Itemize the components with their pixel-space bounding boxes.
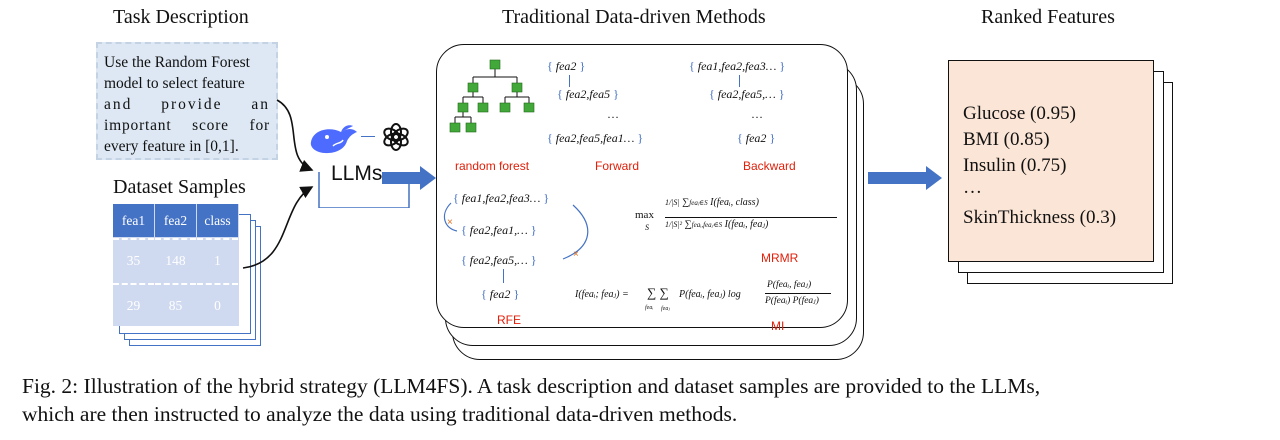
rfe-label: RFE [497, 313, 521, 327]
random-forest-tree-icon [449, 59, 535, 133]
table-cell: 29 [113, 283, 154, 326]
mrmr-max-sub: S [645, 223, 649, 232]
rfe-step: { fea2,fea5,… } [461, 253, 537, 267]
svg-text:×: × [573, 249, 579, 260]
forward-step: { fea2 } [547, 59, 586, 73]
backward-step: { fea2,fea5,… } [709, 87, 785, 101]
llm-to-methods-arrow [382, 166, 436, 190]
task-line: every feature in [0,1]. [104, 138, 239, 155]
methods-to-ranked-arrow [868, 166, 942, 190]
down-arrow-icon [739, 75, 740, 87]
backward-label: Backward [743, 159, 796, 173]
forward-step: { fea2,fea5,fea1… } [547, 131, 644, 145]
mi-mid: P(feaᵢ, feaⱼ) log [679, 289, 741, 300]
llm-icon-divider [361, 136, 375, 137]
ranked-features-header: Ranked Features [981, 6, 1115, 28]
mrmr-formula: max S 1/|S| ∑feaᵢ∈S I(feaᵢ, class) 1/|S|… [635, 197, 845, 277]
forward-step: … [607, 107, 619, 121]
figure-caption-line: Fig. 2: Illustration of the hybrid strat… [22, 374, 1041, 398]
down-arrow-icon [503, 269, 504, 283]
llms-frame [318, 172, 410, 208]
mi-denominator: P(feaᵢ) P(feaⱼ) [765, 296, 819, 306]
table-header-cell: fea2 [155, 204, 196, 237]
methods-panel: random forest { fea2 } { fea2,fea5 } … {… [436, 44, 848, 333]
table-cell: 35 [113, 238, 154, 282]
forward-label: Forward [595, 159, 640, 173]
llms-label: LLMs [331, 162, 383, 185]
mi-formula: I(feaᵢ; feaⱼ) = ∑ ∑ feaᵢ feaⱼ P(feaᵢ, fe… [575, 279, 845, 339]
forward-method: { fea2 } { fea2,fea5 } … { fea2,fea5,fea… [547, 57, 687, 177]
llms-block: LLMs [309, 122, 419, 208]
table-cell: 0 [197, 283, 238, 326]
backward-step: … [751, 107, 763, 121]
table-cell: 148 [155, 238, 196, 282]
mi-lhs: I(feaᵢ; feaⱼ) = [575, 289, 629, 300]
rfe-loop-arrows: × × [443, 202, 589, 260]
table-cell: 1 [197, 238, 238, 282]
mrmr-denominator: 1/|S|² ∑feaᵢ,feaⱼ∈S I(feaᵢ, feaⱼ) [665, 219, 769, 230]
down-arrow-icon [569, 75, 570, 87]
backward-step: { fea2 } [737, 131, 776, 145]
mrmr-max: max [635, 209, 654, 221]
whale-icon [310, 125, 357, 154]
table-to-llm-arrow [242, 186, 314, 269]
figure-caption-line: which are then instructed to analyze the… [22, 402, 738, 426]
mi-sub1: feaᵢ [645, 305, 654, 311]
mrmr-numerator: 1/|S| ∑feaᵢ∈S I(feaᵢ, class) [665, 197, 759, 208]
ranked-feature-item: BMI (0.85) [963, 129, 1050, 150]
table-cell: 85 [155, 283, 196, 326]
forward-step: { fea2,fea5 } [557, 87, 619, 101]
mi-fraction-bar [765, 293, 831, 294]
dataset-samples-header: Dataset Samples [113, 176, 246, 198]
task-line: important score for [104, 117, 270, 134]
table-header-cell: fea1 [113, 204, 154, 237]
ranked-feature-item: Insulin (0.75) [963, 155, 1067, 176]
task-line: and provide an [104, 96, 270, 113]
openai-knot-icon [383, 123, 409, 151]
rfe-step: { fea2 } [481, 287, 520, 301]
task-to-llm-arrow [276, 99, 314, 172]
ranked-feature-item: … [963, 177, 982, 198]
mrmr-fraction-bar [665, 217, 837, 218]
mi-sub2: feaⱼ [661, 306, 670, 312]
table-front: fea1 fea2 class 35 148 1 29 85 0 [113, 204, 239, 326]
mi-numerator: P(feaᵢ, feaⱼ) [767, 280, 812, 290]
methods-header: Traditional Data-driven Methods [502, 6, 766, 28]
ranked-feature-item: SkinThickness (0.3) [963, 207, 1117, 228]
task-line: Use the Random Forest [104, 54, 250, 71]
ranked-features-panel: Glucose (0.95) BMI (0.85) Insulin (0.75)… [948, 60, 1154, 262]
backward-step: { fea1,fea2,fea3… } [689, 59, 786, 73]
rfe-method: { fea1,fea2,fea3… } { fea2,fea1,… } { fe… [443, 185, 593, 327]
dataset-table: fea1 fea2 class 35 148 1 29 85 0 [113, 202, 263, 352]
task-description-header: Task Description [113, 6, 249, 28]
mi-label: MI [771, 319, 785, 333]
backward-method: { fea1,fea2,fea3… } { fea2,fea5,… } … { … [689, 57, 839, 177]
rfe-step: { fea2,fea1,… } [461, 223, 537, 237]
task-description-box: Use the Random Forest model to select fe… [96, 42, 278, 160]
rfe-step: { fea1,fea2,fea3… } [453, 191, 550, 205]
mrmr-label: MRMR [761, 251, 799, 265]
svg-text:×: × [447, 217, 453, 228]
random-forest-label: random forest [455, 159, 530, 173]
mi-sums: ∑ ∑ [647, 285, 669, 300]
ranked-feature-item: Glucose (0.95) [963, 103, 1076, 124]
task-line: model to select feature [104, 75, 245, 92]
table-header-cell: class [197, 204, 238, 237]
